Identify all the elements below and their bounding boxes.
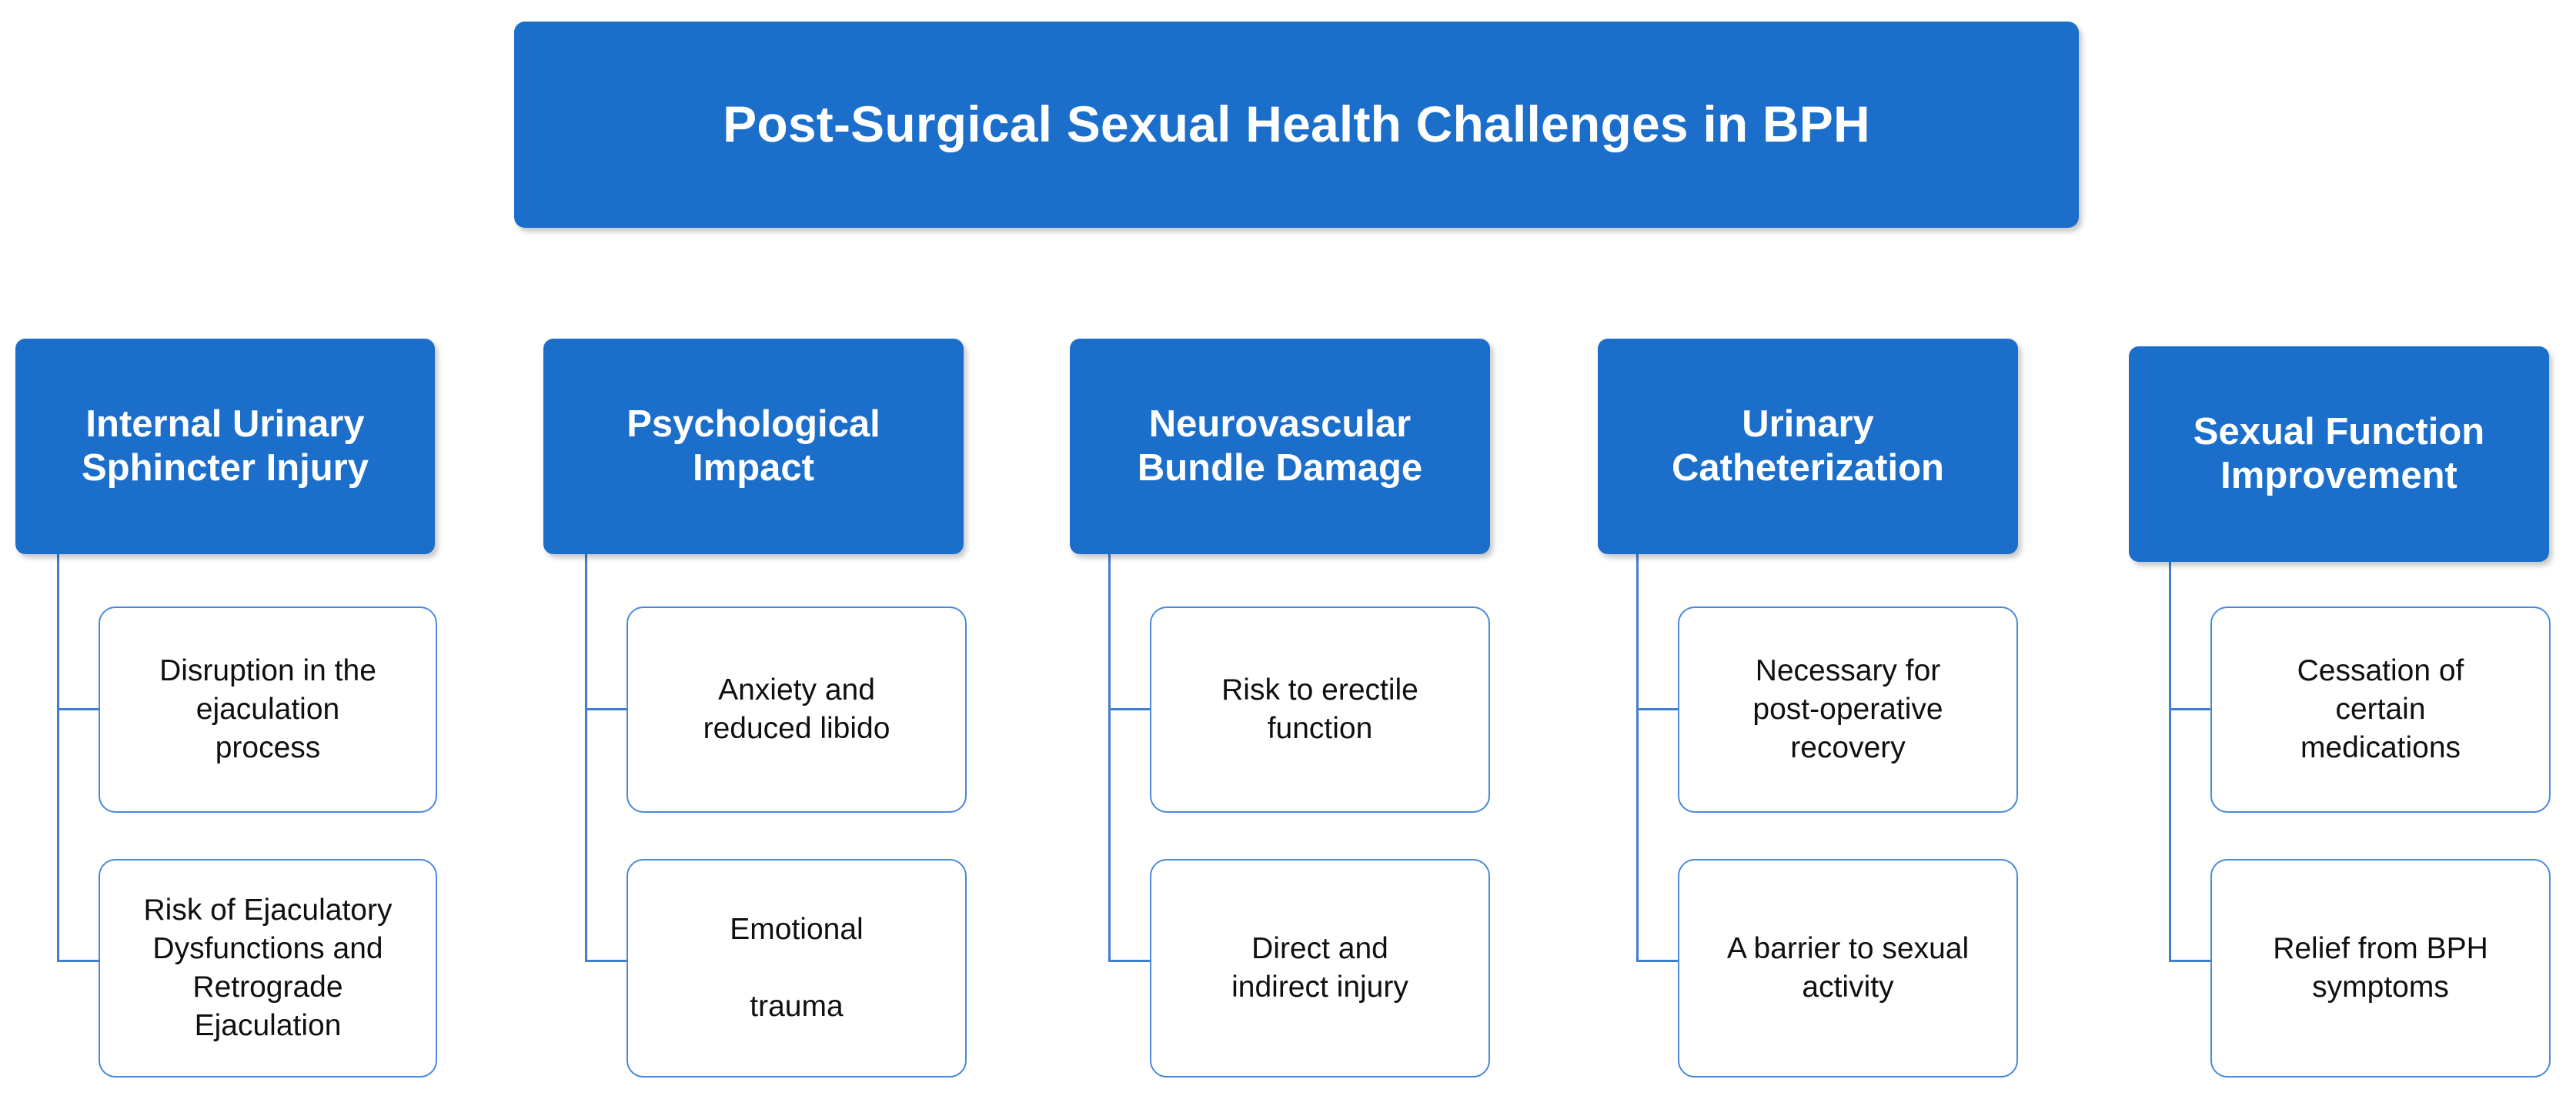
- detail-label: Relief from BPH symptoms: [2273, 932, 2488, 1004]
- category-header-box[interactable]: Neurovascular Bundle Damage: [1070, 339, 1490, 554]
- detail-label: Risk of Ejaculatory Dysfunctions and Ret…: [143, 894, 393, 1042]
- category-header-box[interactable]: Psychological Impact: [543, 339, 964, 554]
- connector-trunk: [57, 554, 59, 962]
- detail-label: Risk to erectile function: [1221, 673, 1418, 745]
- detail-label: Direct and indirect injury: [1231, 932, 1408, 1004]
- connector-trunk: [1108, 554, 1111, 962]
- diagram-title-box: Post-Surgical Sexual Health Challenges i…: [514, 22, 2079, 228]
- detail-box[interactable]: Disruption in the ejaculation process: [99, 606, 437, 813]
- category-header-box[interactable]: Internal Urinary Sphincter Injury: [15, 339, 435, 554]
- category-header-label: Urinary Catheterization: [1672, 403, 1944, 489]
- category-header-label: Sexual Function Improvement: [2193, 411, 2485, 496]
- detail-box[interactable]: Relief from BPH symptoms: [2210, 859, 2551, 1078]
- category-header-label: Psychological Impact: [626, 403, 880, 489]
- category-header-box[interactable]: Urinary Catheterization: [1598, 339, 2018, 554]
- detail-box[interactable]: Risk of Ejaculatory Dysfunctions and Ret…: [99, 859, 437, 1078]
- detail-box[interactable]: Emotional trauma: [626, 859, 967, 1078]
- detail-box[interactable]: Necessary for post-operative recovery: [1678, 606, 2018, 813]
- connector-stub: [585, 708, 628, 710]
- diagram-title-text: Post-Surgical Sexual Health Challenges i…: [723, 95, 1870, 153]
- connector-stub: [1636, 708, 1679, 710]
- connector-stub: [57, 708, 100, 710]
- connector-stub: [2169, 708, 2212, 710]
- detail-box[interactable]: Anxiety and reduced libido: [626, 606, 967, 813]
- detail-label: Anxiety and reduced libido: [703, 673, 890, 745]
- connector-stub: [1636, 960, 1679, 962]
- detail-box[interactable]: Cessation of certain medications: [2210, 606, 2551, 813]
- detail-box[interactable]: Direct and indirect injury: [1150, 859, 1490, 1078]
- category-header-label: Internal Urinary Sphincter Injury: [81, 403, 369, 489]
- detail-label: A barrier to sexual activity: [1726, 932, 1970, 1004]
- detail-label: Cessation of certain medications: [2297, 654, 2464, 764]
- connector-trunk: [1636, 554, 1639, 962]
- detail-box[interactable]: Risk to erectile function: [1150, 606, 1490, 813]
- connector-trunk: [585, 554, 587, 962]
- connector-stub: [57, 960, 100, 962]
- connector-stub: [585, 960, 628, 962]
- detail-label: Disruption in the ejaculation process: [159, 654, 376, 764]
- connector-stub: [1108, 960, 1151, 962]
- connector-stub: [1108, 708, 1151, 710]
- detail-label: Emotional trauma: [730, 913, 864, 1023]
- detail-label: Necessary for post-operative recovery: [1752, 654, 1943, 764]
- category-header-box[interactable]: Sexual Function Improvement: [2129, 346, 2549, 562]
- connector-trunk: [2169, 562, 2171, 962]
- category-header-label: Neurovascular Bundle Damage: [1137, 403, 1423, 489]
- connector-stub: [2169, 960, 2212, 962]
- detail-box[interactable]: A barrier to sexual activity: [1678, 859, 2018, 1078]
